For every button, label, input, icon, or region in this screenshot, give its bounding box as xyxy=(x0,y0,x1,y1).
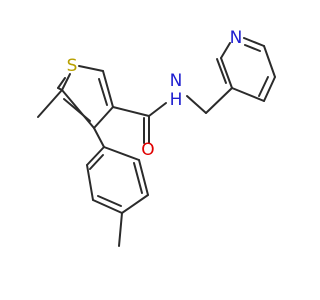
py-2 xyxy=(220,42,231,59)
bond-c5-c4 xyxy=(102,70,114,108)
bond-c3-c2-inner xyxy=(63,98,91,122)
bond-c4-carbonyl xyxy=(112,106,150,117)
bond-c4-c3 xyxy=(93,106,114,129)
amide-hydrogen-label: H xyxy=(170,90,183,110)
tol-3 xyxy=(92,199,123,214)
py-3 xyxy=(243,37,265,47)
bond-tolyl-methyl xyxy=(118,212,123,247)
py-1-inner xyxy=(216,58,227,84)
bond-c5-c4-inner xyxy=(98,78,108,106)
tol-5 xyxy=(138,159,149,196)
bond-c3-tolyl xyxy=(93,127,105,148)
bond-n-ch2 xyxy=(186,95,207,114)
bond-c2-methyl xyxy=(37,89,63,118)
py-5-inner xyxy=(258,76,269,97)
molecule-structure: S N H O N xyxy=(37,28,276,247)
bond-ch2-py xyxy=(205,87,233,114)
py-6 xyxy=(231,87,265,102)
tol-6 xyxy=(103,146,140,161)
tol-1 xyxy=(86,146,105,166)
atom-labels: S N H O N xyxy=(67,28,243,160)
bond-carbonyl-n xyxy=(148,102,167,117)
bond-s-c2-b xyxy=(61,73,71,91)
py-3-inner xyxy=(244,44,261,52)
tol-2 xyxy=(86,164,94,201)
pyridine-nitrogen-label: N xyxy=(230,28,243,48)
bond-c3-c2 xyxy=(61,89,95,129)
oxygen-label: O xyxy=(141,140,154,160)
bond-s-c5 xyxy=(78,65,104,72)
py-5 xyxy=(263,76,276,102)
py-4 xyxy=(263,45,276,78)
tol-3-inner xyxy=(97,195,122,207)
tol-4 xyxy=(121,194,149,214)
bond-s-c2 xyxy=(57,77,66,89)
sulfur-label: S xyxy=(67,56,78,76)
amide-nitrogen-label: N xyxy=(170,71,183,91)
molecule-canvas: S N H O N xyxy=(37,28,276,247)
py-1 xyxy=(220,57,233,89)
tol-1-inner xyxy=(89,154,104,170)
bonds xyxy=(37,37,276,247)
tol-5-inner xyxy=(133,162,143,194)
